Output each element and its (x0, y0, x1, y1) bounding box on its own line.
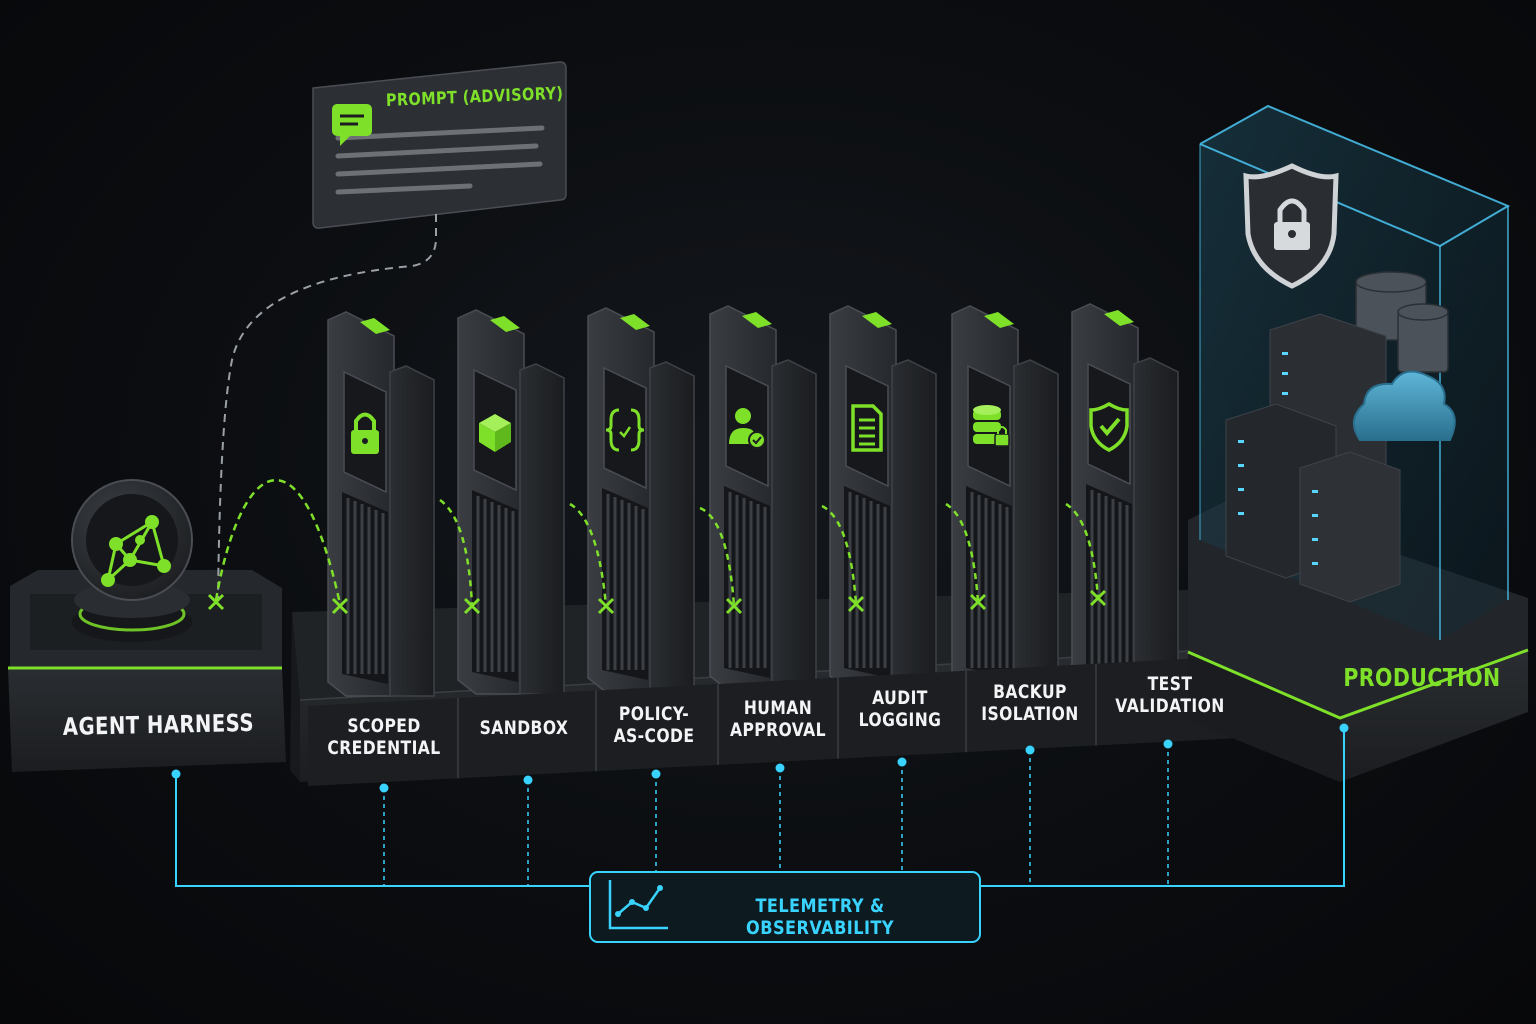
gate-7 (1071, 303, 1179, 689)
shield-lock-icon (1243, 163, 1339, 289)
cloud-icon (1353, 370, 1456, 441)
gate-2 (457, 309, 565, 695)
gate-status-led (742, 312, 772, 328)
bus-node (523, 775, 533, 785)
gate-label-5: AUDIT LOGGING (858, 687, 942, 731)
hop-arc-6 (1065, 502, 1100, 599)
chat-bubble-icon (332, 104, 372, 146)
hop-arc-2 (569, 502, 608, 607)
checkpoint-x-marker (847, 595, 865, 613)
checkpoint-x-marker (597, 597, 615, 615)
gate-status-led (1104, 310, 1134, 326)
checkpoint-x-marker (331, 597, 349, 615)
bus-node (775, 763, 785, 773)
checkpoint-x-marker (1089, 589, 1107, 607)
server-rack-icon (1225, 313, 1401, 603)
cube-icon (479, 414, 511, 452)
hop-arc-5 (945, 502, 980, 603)
gate-grille (844, 486, 890, 678)
gate-grille (602, 488, 648, 680)
gate-label-6: BACKUP ISOLATION (981, 681, 1079, 725)
checkpoint-x-marker (725, 597, 743, 615)
bus-node (651, 769, 661, 779)
gate-grille (472, 490, 518, 682)
hop-arc-agent (214, 478, 342, 605)
gate-status-led (984, 312, 1014, 328)
gate-label-7: TEST VALIDATION (1115, 673, 1225, 717)
gate-grille (342, 492, 388, 684)
gate-label-bar (308, 656, 1240, 786)
telemetry-box (589, 871, 981, 943)
user-check-icon (729, 408, 766, 449)
agent-harness-label: AGENT HARNESS (62, 708, 255, 741)
gate-status-led (862, 312, 892, 328)
gate-status-led (360, 318, 390, 334)
telemetry-bus (171, 723, 1349, 887)
bus-node (379, 783, 389, 793)
agent-harness-pedestal (8, 570, 286, 772)
telemetry-label: TELEMETRY & OBSERVABILITY (746, 895, 894, 939)
gate-5 (829, 305, 937, 691)
gate-label-2: SANDBOX (479, 717, 569, 739)
hop-arc-4 (821, 504, 858, 605)
gate-6 (951, 305, 1059, 691)
checkpoint-x-marker (207, 593, 225, 611)
gate-label-1: SCOPED CREDENTIAL (327, 715, 441, 759)
bus-node (171, 769, 181, 779)
gate-3 (587, 307, 695, 693)
shield-check-icon (1089, 401, 1129, 452)
padlock-icon (351, 412, 379, 454)
hop-arc-3 (699, 506, 736, 607)
checkpoint-x-marker (969, 593, 987, 611)
gate-label-3: POLICY- AS-CODE (613, 703, 695, 747)
document-icon (851, 404, 883, 452)
gate-grille (1086, 484, 1132, 676)
database-lock-icon (973, 405, 1010, 447)
gate-label-4: HUMAN APPROVAL (730, 697, 826, 741)
gate-status-led (490, 316, 520, 332)
gate-1 (327, 311, 435, 697)
prompt-card (312, 61, 567, 229)
gate-grille (724, 486, 770, 678)
gate-grille (966, 486, 1012, 678)
bus-node (1163, 739, 1173, 749)
curly-braces-icon (605, 408, 645, 452)
bus-node (897, 757, 907, 767)
gate-status-led (620, 314, 650, 330)
gate-4 (709, 305, 817, 691)
network-graph-icon (71, 479, 193, 601)
database-icon (1355, 271, 1449, 373)
bus-node (1339, 723, 1349, 733)
bus-node (1025, 745, 1035, 755)
line-chart-icon (608, 880, 668, 930)
production-label: PRODUCTION (1343, 663, 1501, 692)
checkpoint-x-marker (463, 597, 481, 615)
